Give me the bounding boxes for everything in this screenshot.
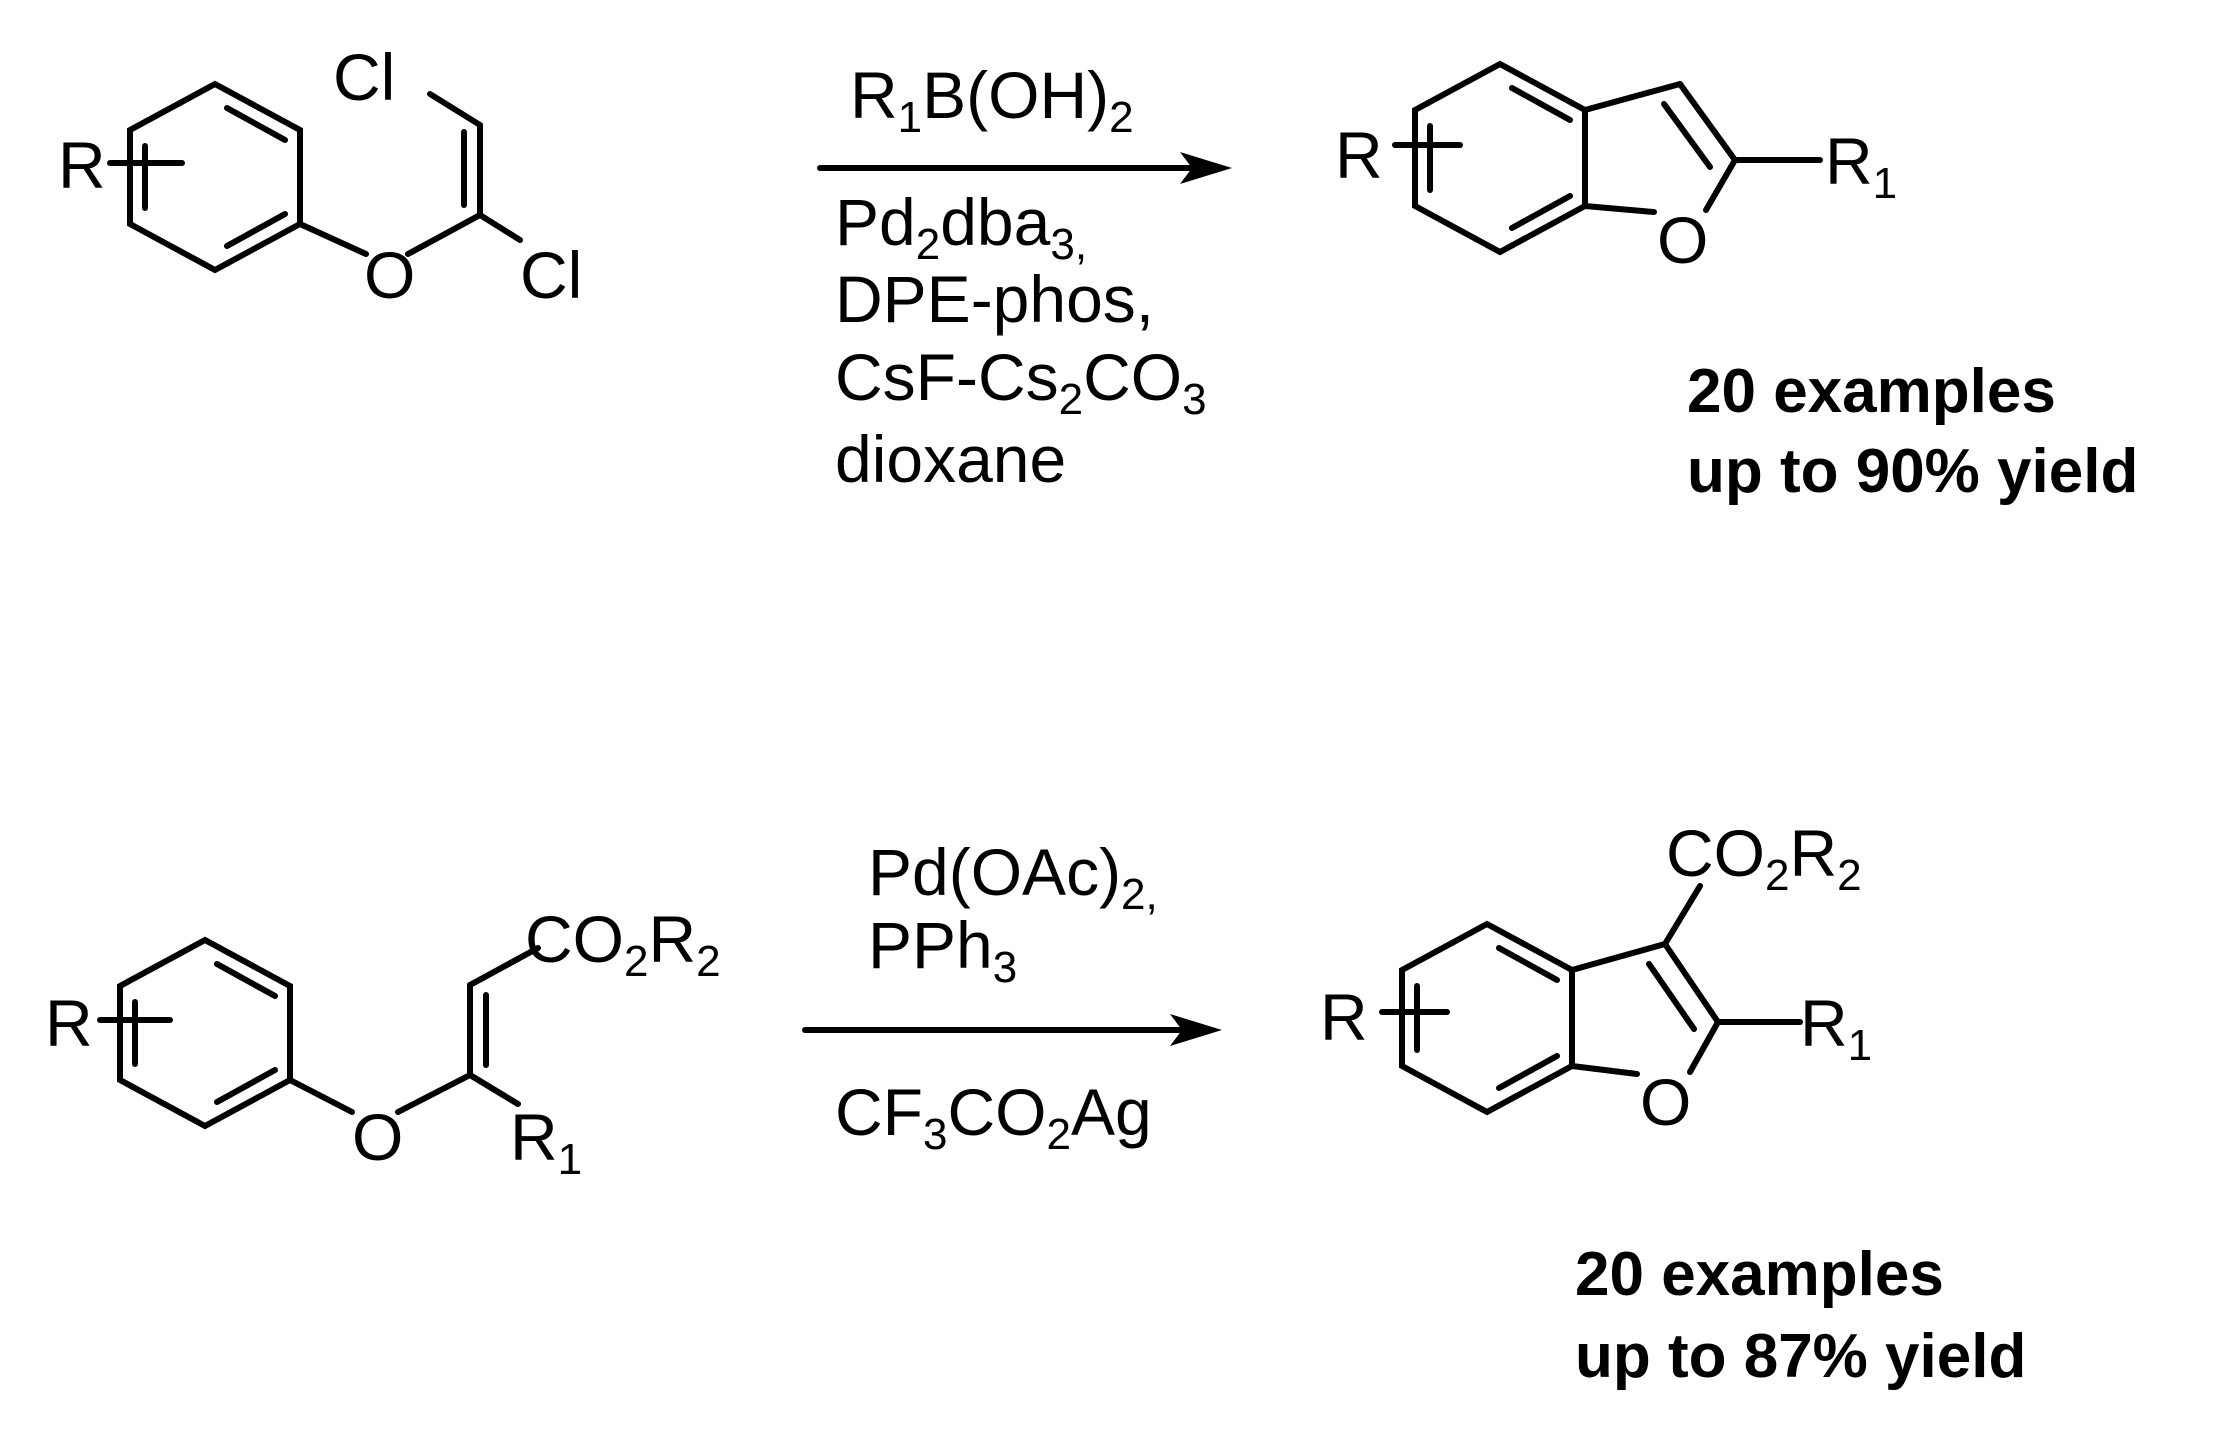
reaction-2: R O CO2R2 R1 Pd(OAc)2, PPh3 CF3CO2Ag: [45, 816, 2026, 1391]
reactant-1-structure: R Cl Cl O: [58, 40, 582, 312]
product-2-oxygen-label: O: [1640, 1065, 1691, 1139]
product-1-oxygen-label: O: [1657, 203, 1708, 277]
product-2-r1-label: R1: [1800, 986, 1872, 1070]
reactant-2-r1-label: R1: [510, 1100, 582, 1184]
reaction-1-conditions: Pd2dba3, DPE-phos, CsF-Cs2CO3 dioxane: [835, 185, 1207, 496]
reaction-1-arrow: [817, 152, 1232, 184]
reactant-1-cl-side-label: Cl: [520, 238, 582, 312]
reactant-1-cl-top-label: Cl: [333, 40, 395, 114]
reaction-2-summary-examples: 20 examples: [1575, 1240, 1944, 1309]
reaction-2-additive-label: CF3CO2Ag: [835, 1075, 1152, 1159]
product-1-structure: R O R1: [1335, 60, 1897, 277]
reaction-1-boronic-acid-label: R1B(OH)2: [850, 58, 1134, 142]
reaction-2-arrow: [802, 1014, 1222, 1046]
reaction-1-condition-3: CsF-Cs2CO3: [835, 340, 1207, 424]
product-2-ester-label: CO2R2: [1666, 816, 1862, 900]
reactant-2-r-label: R: [45, 986, 93, 1060]
product-1-r1-label: R1: [1825, 124, 1897, 208]
reaction-1-condition-4: dioxane: [835, 422, 1066, 496]
reactant-1-r-label: R: [58, 128, 106, 202]
reaction-1-summary-examples: 20 examples: [1687, 357, 2056, 426]
reaction-1-condition-1: Pd2dba3,: [835, 185, 1087, 269]
reaction-1-summary-yield: up to 90% yield: [1687, 437, 2138, 506]
reactant-2-ester-label: CO2R2: [525, 902, 721, 986]
reactant-1-oxygen-label: O: [364, 238, 415, 312]
reaction-2-ligand-label: PPh3: [868, 908, 1017, 992]
product-2-structure: R O CO2R2 R1: [1320, 816, 1872, 1139]
product-2-r-label: R: [1320, 980, 1368, 1054]
reaction-1-condition-2: DPE-phos,: [835, 262, 1154, 336]
product-1-r-label: R: [1335, 118, 1383, 192]
reactant-2-structure: R O CO2R2 R1: [45, 902, 721, 1184]
reaction-2-summary-yield: up to 87% yield: [1575, 1322, 2026, 1391]
reaction-1: R Cl Cl O R1B(OH)2 Pd2dba3, DPE-phos, Cs…: [58, 40, 2138, 506]
reactant-2-oxygen-label: O: [352, 1100, 403, 1174]
reaction-2-catalyst-label: Pd(OAc)2,: [868, 835, 1158, 919]
